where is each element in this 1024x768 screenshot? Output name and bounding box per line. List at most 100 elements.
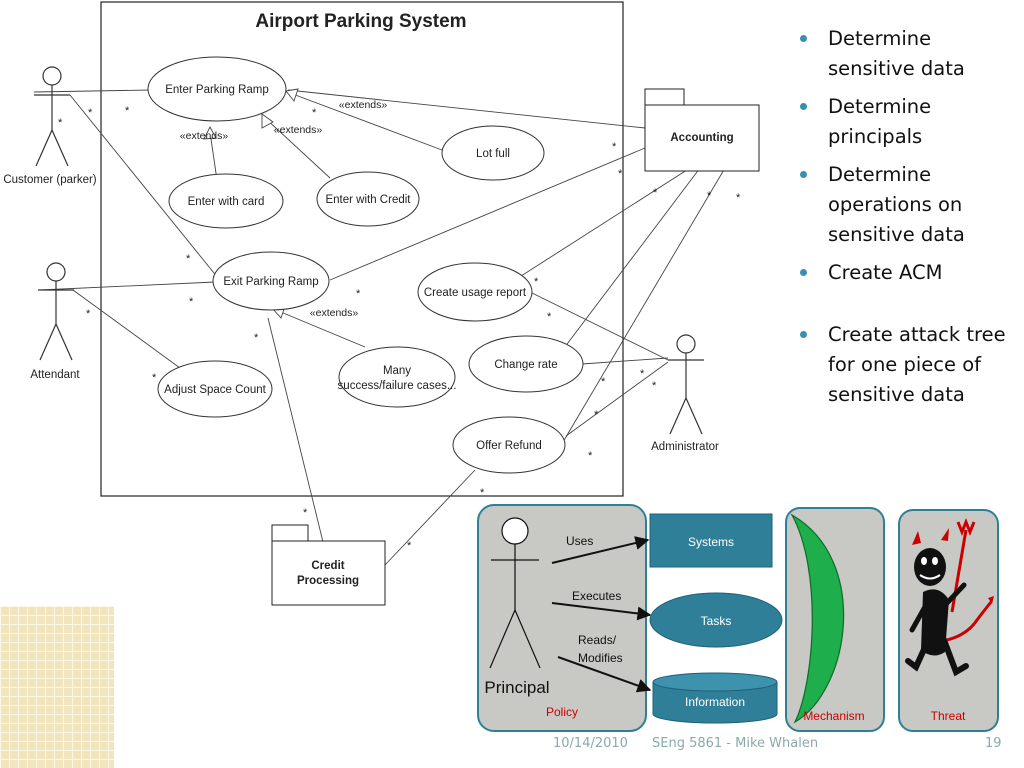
mult-18: *: [601, 376, 606, 388]
mult-20: *: [652, 380, 657, 392]
tasks-label: Tasks: [701, 614, 732, 628]
information-label: Information: [685, 695, 745, 709]
extends-label-2: «extends»: [274, 124, 323, 136]
mult-4: *: [186, 253, 191, 265]
reads-label-1: Reads/: [578, 633, 617, 647]
uc-enter-credit-text: Enter with Credit: [325, 194, 411, 206]
uml-labels: Airport Parking System Customer (parker)…: [3, 11, 741, 587]
mult-14: *: [707, 190, 712, 202]
bullet-list: Determine sensitive data Determine princ…: [800, 24, 1015, 418]
policy-diagram: Principal Policy Uses Executes Reads/ Mo…: [477, 504, 999, 732]
bullet-dot-icon: [800, 103, 807, 110]
principal-panel: [477, 504, 647, 732]
use-case-lot-full: [441, 125, 545, 181]
uc-enter-card-text: Enter with card: [188, 196, 265, 208]
uc-exit-ramp-text: Exit Parking Ramp: [223, 276, 318, 288]
bullet-text: Determine principals: [828, 95, 932, 148]
actor-customer-label: Customer (parker): [3, 174, 96, 186]
actor-attendant-figure: [38, 262, 74, 361]
mult-7: *: [152, 372, 157, 384]
use-case-create-usage-report: [417, 262, 533, 322]
package-credit-label-1: Credit: [311, 560, 344, 572]
mult-3: *: [58, 117, 63, 129]
mult-5: *: [189, 296, 194, 308]
tasks-ellipse: [649, 592, 783, 648]
bullet-item: Determine sensitive data: [800, 24, 1015, 84]
actor-administrator-label: Administrator: [651, 441, 719, 453]
bullet-dot-icon: [800, 269, 807, 276]
use-case-many-cases: [338, 346, 456, 408]
system-boundary: [100, 1, 624, 497]
mult-2: *: [125, 105, 130, 117]
bullet-text: Create attack tree for one piece of sens…: [828, 323, 1006, 406]
mult-25: *: [407, 540, 412, 552]
mult-15: *: [736, 192, 741, 204]
information-cylinder: [652, 672, 778, 724]
multiplicity-marks: * * * * * * * * * * * * * * * * * * * * …: [58, 105, 741, 552]
use-case-offer-refund: [452, 416, 566, 474]
threat-label: Threat: [931, 709, 966, 723]
package-accounting: [644, 88, 760, 172]
mult-1: *: [88, 107, 93, 119]
use-case-enter-with-credit: [316, 171, 420, 227]
bullet-item: Create attack tree for one piece of sens…: [800, 320, 1015, 410]
bullet-dot-icon: [800, 35, 807, 42]
diagram-title: Airport Parking System: [255, 11, 466, 32]
bullet-dot-icon: [800, 171, 807, 178]
bullet-item: Determine operations on sensitive data: [800, 160, 1015, 250]
bullet-text: Create ACM: [828, 261, 943, 284]
package-accounting-label: Accounting: [670, 132, 733, 144]
mult-13: *: [653, 187, 658, 199]
principal-label: Principal: [484, 678, 549, 697]
mult-21: *: [594, 409, 599, 421]
use-case-diagram: [33, 1, 760, 606]
use-case-enter-with-card: [168, 173, 284, 229]
devil-icon: [905, 517, 994, 677]
mult-19: *: [640, 368, 645, 380]
use-case-adjust-space-count: [157, 360, 273, 418]
mult-8: *: [254, 332, 259, 344]
mult-10: *: [312, 107, 317, 119]
package-credit-processing: [271, 524, 386, 606]
mult-9: *: [356, 288, 361, 300]
policy-arrows: [551, 536, 652, 693]
mult-17: *: [547, 311, 552, 323]
uc-enter-ramp-text: Enter Parking Ramp: [165, 84, 269, 96]
decorative-pattern: [0, 606, 114, 768]
actor-customer-figure: [34, 66, 70, 167]
mechanism-shield: [790, 513, 845, 724]
package-credit-label-2: Processing: [297, 575, 359, 587]
mechanism-label: Mechanism: [803, 709, 864, 723]
use-case-change-rate: [468, 335, 584, 393]
actor-administrator-figure: [668, 334, 704, 435]
mult-24: *: [303, 507, 308, 519]
policy-label: Policy: [546, 705, 578, 719]
association-lines: [33, 89, 726, 566]
actor-attendant-label: Attendant: [30, 369, 80, 381]
uc-offer-refund-text: Offer Refund: [476, 440, 542, 452]
mult-12: *: [618, 168, 623, 180]
bullet-text: Determine sensitive data: [828, 27, 965, 80]
mult-11: *: [612, 141, 617, 153]
bullet-text: Determine operations on sensitive data: [828, 163, 965, 246]
systems-label: Systems: [688, 535, 734, 549]
uc-many-text-2: success/failure cases...: [338, 380, 457, 392]
uc-adjust-count-text: Adjust Space Count: [164, 384, 266, 396]
mult-23: *: [480, 487, 485, 499]
slide-footer: 10/14/2010 SEng 5861 - Mike Whalen 19: [0, 736, 1024, 756]
uc-lot-full-text: Lot full: [476, 148, 510, 160]
executes-label: Executes: [572, 589, 621, 603]
mult-22: *: [588, 450, 593, 462]
uc-usage-report-text: Create usage report: [424, 287, 527, 299]
principal-figure: [489, 517, 541, 669]
bullet-item: Create ACM: [800, 258, 1015, 288]
extends-label-3: «extends»: [339, 99, 388, 111]
footer-course: SEng 5861 - Mike Whalen: [652, 736, 819, 751]
mult-16: *: [534, 276, 539, 288]
uses-label: Uses: [566, 534, 593, 548]
mult-6: *: [86, 308, 91, 320]
systems-box: [649, 513, 773, 568]
extends-label-1: «extends»: [180, 130, 229, 142]
reads-label-2: Modifies: [578, 651, 623, 665]
